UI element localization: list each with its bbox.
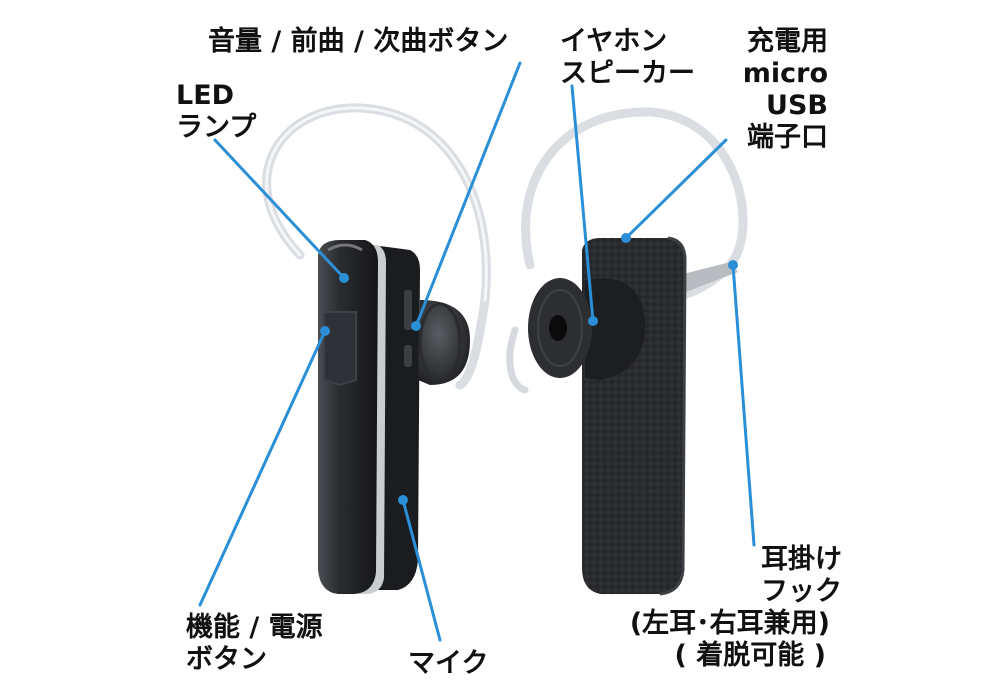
left-function-button-shape: [323, 311, 357, 387]
callout-dot-mic: [398, 495, 408, 505]
callout-dot-hook: [728, 260, 738, 270]
label-speaker-line1: イヤホン: [560, 26, 668, 57]
label-function-line1: 機能 / 電源: [186, 612, 323, 643]
label-function-button: 機能 / 電源 ボタン: [186, 612, 323, 676]
label-led-lamp: LED ランプ: [176, 80, 256, 144]
label-volume-button: 音量 / 前曲 / 次曲ボタン: [208, 26, 509, 57]
label-led-lamp-line2: ランプ: [176, 112, 257, 143]
left-side-button: [404, 290, 412, 330]
right-body-edge: [659, 236, 687, 596]
callout-line-hook: [731, 263, 756, 547]
right-ear-tip-base: [585, 278, 646, 380]
label-function-line2: ボタン: [186, 644, 267, 675]
callout-dot-charging: [621, 233, 631, 243]
label-ear-hook: 耳掛け フック (左耳･右耳兼用) ( 着脱可能 ): [600, 544, 900, 672]
callout-line-mic: [401, 498, 442, 642]
callout-line-speaker: [570, 84, 595, 323]
label-microphone: マイク: [408, 648, 489, 679]
callout-dot-function: [320, 326, 330, 336]
callout-dot-speaker: [588, 316, 598, 326]
callout-dot-led: [339, 273, 349, 283]
label-charging-line1: 充電用: [747, 26, 828, 57]
left-main-face: [318, 240, 378, 594]
label-led-lamp-line1: LED: [176, 80, 235, 111]
left-ear-hook-inner: [265, 106, 488, 302]
callout-line-charging: [624, 138, 728, 240]
callout-line-led: [213, 138, 346, 280]
callout-dot-volume: [411, 321, 421, 331]
label-hook-line4: ( 着脱可能 ): [674, 640, 826, 671]
label-hook-line3: (左耳･右耳兼用): [629, 608, 830, 639]
right-ear-hook-tip: [506, 326, 529, 394]
callout-line-volume: [414, 61, 522, 328]
label-hook-line2: フック: [761, 576, 842, 607]
left-ear-tip-ridge: [418, 302, 462, 382]
right-headset: [506, 107, 748, 596]
label-charging-line4: 端子口: [747, 122, 828, 153]
label-charging-line3: USB: [766, 90, 828, 121]
label-charging-port: 充電用 micro USB 端子口: [712, 26, 828, 154]
right-ear-tip-ridge: [537, 289, 583, 367]
right-ear-tip-hole: [549, 315, 567, 341]
left-led-notch: [327, 243, 363, 252]
label-earphone-speaker: イヤホン スピーカー: [560, 26, 695, 90]
left-headset: [262, 103, 491, 594]
label-hook-line1: 耳掛け: [761, 544, 842, 575]
label-charging-line2: micro: [742, 58, 828, 89]
label-speaker-line2: スピーカー: [560, 58, 695, 89]
callout-line-function: [198, 329, 327, 607]
left-side-button-2: [404, 345, 412, 367]
